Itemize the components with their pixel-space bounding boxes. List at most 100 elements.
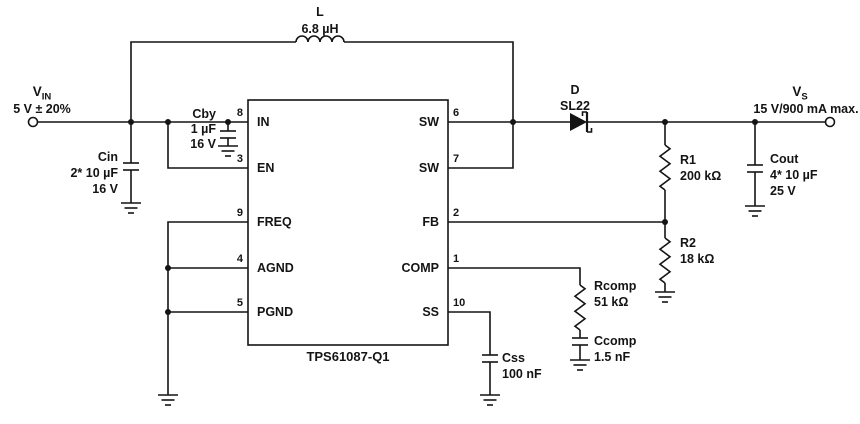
vin-label: VIN xyxy=(33,84,52,103)
pin-number-pgnd: 5 xyxy=(237,297,243,309)
ic-body xyxy=(247,99,449,346)
cout-value: 4* 10 µF xyxy=(770,168,818,182)
capacitor-icon xyxy=(122,162,140,171)
vs-label-sub: S xyxy=(801,92,807,103)
pin-number-fb: 2 xyxy=(453,207,459,219)
capacitor-icon xyxy=(746,164,764,173)
vs-spec: 15 V/900 mA max. xyxy=(753,102,858,116)
capacitor-cby: Cby 1 µF 16 V xyxy=(190,107,239,157)
pin-number-in: 8 xyxy=(237,107,243,119)
vin-source: VIN 5 V ± 20% xyxy=(13,84,71,128)
vs-label-main: V xyxy=(792,84,801,99)
diode-part: SL22 xyxy=(560,99,590,113)
pin-label-agnd: AGND xyxy=(257,261,294,275)
wire-comp xyxy=(448,267,581,285)
ground-symbol xyxy=(120,202,142,214)
resistor-icon xyxy=(573,284,587,331)
cout-rating: 25 V xyxy=(770,184,796,198)
ccomp-value: 1.5 nF xyxy=(594,350,630,364)
junction-dot xyxy=(662,119,668,125)
wire-net xyxy=(37,41,826,406)
wire-inductor-right-sw xyxy=(344,41,514,169)
capacitor-icon xyxy=(571,337,589,346)
ground-symbol xyxy=(569,359,591,371)
r2-value: 18 kΩ xyxy=(680,252,714,266)
vin-label-main: V xyxy=(33,84,42,99)
cin-rating: 16 V xyxy=(92,182,118,196)
vs-output: VS 15 V/900 mA max. xyxy=(753,84,859,128)
r1-ref: R1 xyxy=(680,153,696,167)
wire-freq-ground-rail xyxy=(167,221,248,395)
pin-label-ss: SS xyxy=(422,305,439,319)
pin-label-in: IN xyxy=(257,115,270,129)
css-ref: Css xyxy=(502,351,525,365)
resistor-r1: R1 200 kΩ xyxy=(658,144,721,191)
cby-value: 1 µF xyxy=(191,122,217,136)
diode-ref: D xyxy=(570,83,579,97)
resistor-r2: R2 18 kΩ xyxy=(654,236,714,303)
inductor-icon xyxy=(295,35,345,43)
junction-dot xyxy=(225,119,231,125)
pin-number-ss: 10 xyxy=(453,297,465,309)
pin-number-sw-a: 6 xyxy=(453,107,459,119)
junction-dot xyxy=(165,309,171,315)
resistor-icon xyxy=(658,144,672,191)
pin-number-sw-b: 7 xyxy=(453,153,459,165)
ic-tps61087q1: 8 3 9 4 5 6 7 2 1 10 IN EN FREQ AGND PGN… xyxy=(237,99,465,364)
ground-symbol xyxy=(744,205,766,217)
capacitor-ccomp: Ccomp 1.5 nF xyxy=(569,334,637,371)
ground-symbol xyxy=(479,394,501,406)
schottky-hooks-icon xyxy=(581,111,593,133)
pin-label-en: EN xyxy=(257,161,274,175)
junction-dot xyxy=(165,119,171,125)
rcomp-ref: Rcomp xyxy=(594,279,637,293)
pin-number-agnd: 4 xyxy=(237,253,244,265)
pin-number-comp: 1 xyxy=(453,253,459,265)
r2-ref: R2 xyxy=(680,236,696,250)
junction-dot xyxy=(128,119,134,125)
junction-dots xyxy=(128,119,758,315)
pin-number-freq: 9 xyxy=(237,207,243,219)
junction-dot xyxy=(752,119,758,125)
vin-spec: 5 V ± 20% xyxy=(13,102,71,116)
wire-inductor-left xyxy=(130,41,296,122)
cin-value: 2* 10 µF xyxy=(70,166,118,180)
pin-number-en: 3 xyxy=(237,153,243,165)
cby-rating: 16 V xyxy=(190,137,216,151)
inductor-value: 6.8 µH xyxy=(301,22,338,36)
pin-label-pgnd: PGND xyxy=(257,305,293,319)
vs-label: VS xyxy=(792,84,807,103)
capacitor-cout: Cout 4* 10 µF 25 V xyxy=(744,152,818,217)
cout-ref: Cout xyxy=(770,152,799,166)
wire-en-tie xyxy=(167,122,248,169)
wire-ss xyxy=(448,311,491,355)
resistor-icon xyxy=(658,237,672,284)
cby-ref: Cby xyxy=(192,107,216,121)
vin-terminal xyxy=(27,116,39,128)
inductor-l: L 6.8 µH xyxy=(295,5,345,43)
rcomp-value: 51 kΩ xyxy=(594,295,628,309)
ic-part-number: TPS61087-Q1 xyxy=(306,349,389,364)
capacitor-cin: Cin 2* 10 µF 16 V xyxy=(70,150,142,214)
r1-value: 200 kΩ xyxy=(680,169,721,183)
junction-dot xyxy=(510,119,516,125)
vs-terminal xyxy=(824,116,836,128)
ground-symbol xyxy=(654,291,676,303)
capacitor-css: Css 100 nF xyxy=(479,351,542,406)
junction-dot xyxy=(662,219,668,225)
pin-label-comp: COMP xyxy=(402,261,440,275)
junction-dot xyxy=(165,265,171,271)
css-value: 100 nF xyxy=(502,367,542,381)
ground-symbol xyxy=(157,394,179,406)
diode-icon xyxy=(570,113,587,131)
vin-label-sub: IN xyxy=(42,92,52,103)
pin-label-sw-a: SW xyxy=(419,115,439,129)
inductor-ref: L xyxy=(316,5,324,19)
capacitor-icon xyxy=(219,130,237,139)
ground-symbol xyxy=(217,145,239,157)
cin-ref: Cin xyxy=(98,150,118,164)
ccomp-ref: Ccomp xyxy=(594,334,637,348)
pin-label-freq: FREQ xyxy=(257,215,292,229)
